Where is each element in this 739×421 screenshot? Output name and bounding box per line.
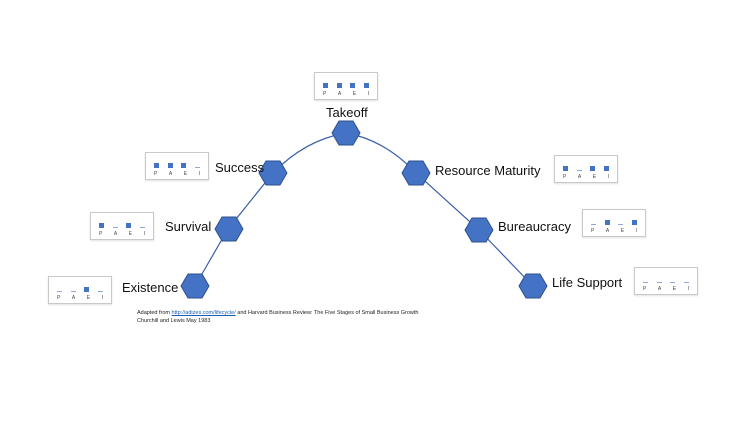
padi-bar-e bbox=[590, 166, 596, 171]
padi-bar-p bbox=[643, 282, 648, 283]
padi-bar-e bbox=[350, 83, 356, 88]
padi-bar-a bbox=[112, 227, 118, 228]
padi-letter-p: P bbox=[643, 286, 647, 292]
padi-letter-i: I bbox=[607, 174, 609, 180]
padi-letter-i: I bbox=[101, 295, 103, 301]
padi-letter-i: I bbox=[687, 286, 689, 292]
padi-letter-i: I bbox=[198, 171, 200, 177]
padi-bar-a bbox=[656, 282, 662, 283]
padi-bar-i bbox=[603, 166, 609, 171]
padi-letter-p: P bbox=[99, 231, 103, 237]
padi-bar-a bbox=[70, 291, 76, 292]
stage-node-existence bbox=[180, 273, 210, 299]
padi-letter-i: I bbox=[635, 228, 637, 234]
stage-node-bureaucracy bbox=[464, 217, 494, 243]
padi-bar-a bbox=[336, 83, 342, 88]
lifecycle-curve bbox=[194, 132, 534, 287]
padi-bars bbox=[643, 273, 689, 283]
padi-bars bbox=[591, 215, 637, 225]
stage-label-life-support: Life Support bbox=[552, 275, 623, 290]
padi-bar-i bbox=[683, 282, 689, 283]
padi-letter-a: A bbox=[657, 286, 662, 292]
padi-bar-a bbox=[167, 163, 173, 168]
padi-bar-i bbox=[194, 167, 200, 168]
padi-letter-e: E bbox=[86, 295, 91, 301]
padi-bar-i bbox=[631, 220, 637, 225]
source-footnote: Adapted from http://adizes.com/lifecycle… bbox=[137, 309, 457, 325]
stage-label-existence: Existence bbox=[122, 280, 179, 295]
stage-label-survival: Survival bbox=[165, 219, 212, 234]
stage-label-success: Success bbox=[215, 160, 265, 175]
padi-letter-i: I bbox=[367, 91, 369, 97]
padi-bar-a bbox=[604, 220, 610, 225]
footnote-suffix: and Harvard Business Review: The Five St… bbox=[235, 310, 419, 316]
padi-bar-p bbox=[323, 83, 328, 88]
footnote-line2: Churchill and Lewis May 1983 bbox=[137, 318, 211, 324]
footnote-prefix: Adapted from bbox=[137, 310, 172, 316]
padi-letter-a: A bbox=[577, 174, 582, 180]
padi-letter-i: I bbox=[143, 231, 145, 237]
padi-letter-a: A bbox=[168, 171, 173, 177]
padi-letter-a: A bbox=[71, 295, 76, 301]
padi-letter-a: A bbox=[337, 91, 342, 97]
padi-letter-p: P bbox=[563, 174, 567, 180]
padi-bar-p bbox=[99, 223, 104, 228]
padi-bars bbox=[99, 218, 145, 228]
padi-bars bbox=[323, 78, 369, 88]
stage-node-takeoff bbox=[331, 120, 361, 146]
stage-node-success bbox=[258, 160, 288, 186]
padi-bars bbox=[563, 161, 609, 171]
padi-bar-i bbox=[363, 83, 369, 88]
padi-letter-e: E bbox=[128, 231, 133, 237]
padi-bar-p bbox=[563, 166, 568, 171]
padi-bars bbox=[57, 282, 103, 292]
padi-bars bbox=[154, 158, 200, 168]
padi-letter-p: P bbox=[323, 91, 327, 97]
padi-bar-e bbox=[181, 163, 187, 168]
padi-bar-e bbox=[670, 282, 676, 283]
padi-bar-e bbox=[84, 287, 90, 292]
stage-node-life-support bbox=[518, 273, 548, 299]
stage-label-resource-maturity: Resource Maturity bbox=[435, 163, 541, 178]
stage-node-survival bbox=[214, 216, 244, 242]
padi-bar-i bbox=[139, 227, 145, 228]
padi-letter-p: P bbox=[154, 171, 158, 177]
padi-letter-a: A bbox=[113, 231, 118, 237]
padi-letter-p: P bbox=[57, 295, 61, 301]
padi-bar-p bbox=[57, 291, 62, 292]
padi-letter-e: E bbox=[672, 286, 677, 292]
padi-bar-a bbox=[576, 170, 582, 171]
padi-letter-a: A bbox=[605, 228, 610, 234]
padi-bar-p bbox=[591, 224, 596, 225]
padi-bar-i bbox=[97, 291, 103, 292]
padi-bar-e bbox=[126, 223, 132, 228]
padi-letter-e: E bbox=[592, 174, 597, 180]
padi-letter-e: E bbox=[352, 91, 357, 97]
stage-node-resource-maturity bbox=[401, 160, 431, 186]
footnote-link[interactable]: http://adizes.com/lifecycle/ bbox=[171, 310, 236, 316]
stage-label-takeoff: Takeoff bbox=[326, 105, 368, 120]
padi-letter-e: E bbox=[183, 171, 188, 177]
padi-bar-p bbox=[154, 163, 159, 168]
padi-letter-e: E bbox=[620, 228, 625, 234]
padi-bar-e bbox=[618, 224, 624, 225]
stage-label-bureaucracy: Bureaucracy bbox=[498, 219, 571, 234]
padi-letter-p: P bbox=[591, 228, 595, 234]
